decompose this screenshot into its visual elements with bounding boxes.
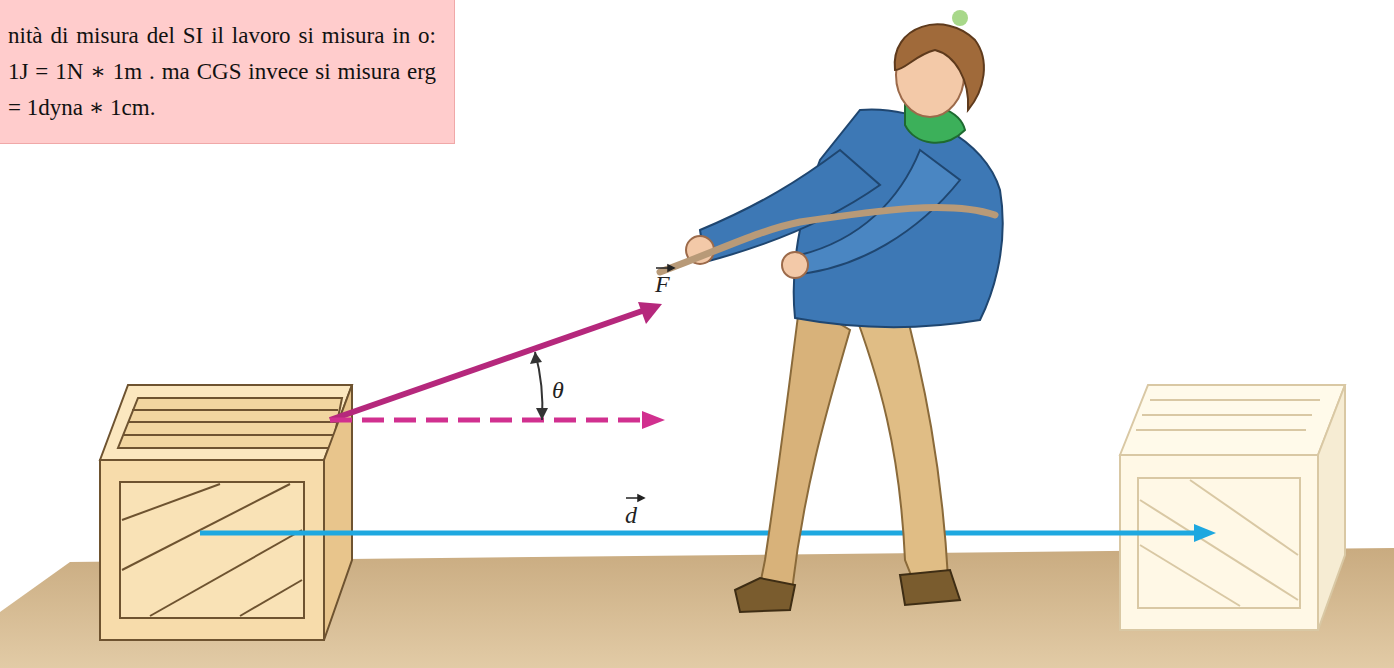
vector-symbol-arrows (626, 265, 674, 501)
force-symbol: F (655, 272, 670, 296)
displacement-symbol: d (625, 503, 637, 527)
faded-crate (1120, 385, 1345, 630)
crate (100, 385, 352, 640)
woman-figure (660, 10, 1003, 612)
force-vector (330, 302, 665, 429)
note-box: nità di misura del SI il lavoro si misur… (0, 0, 455, 144)
angle-symbol: θ (552, 378, 564, 402)
displacement-vector (200, 524, 1216, 542)
note-text: nità di misura del SI il lavoro si misur… (8, 18, 436, 126)
